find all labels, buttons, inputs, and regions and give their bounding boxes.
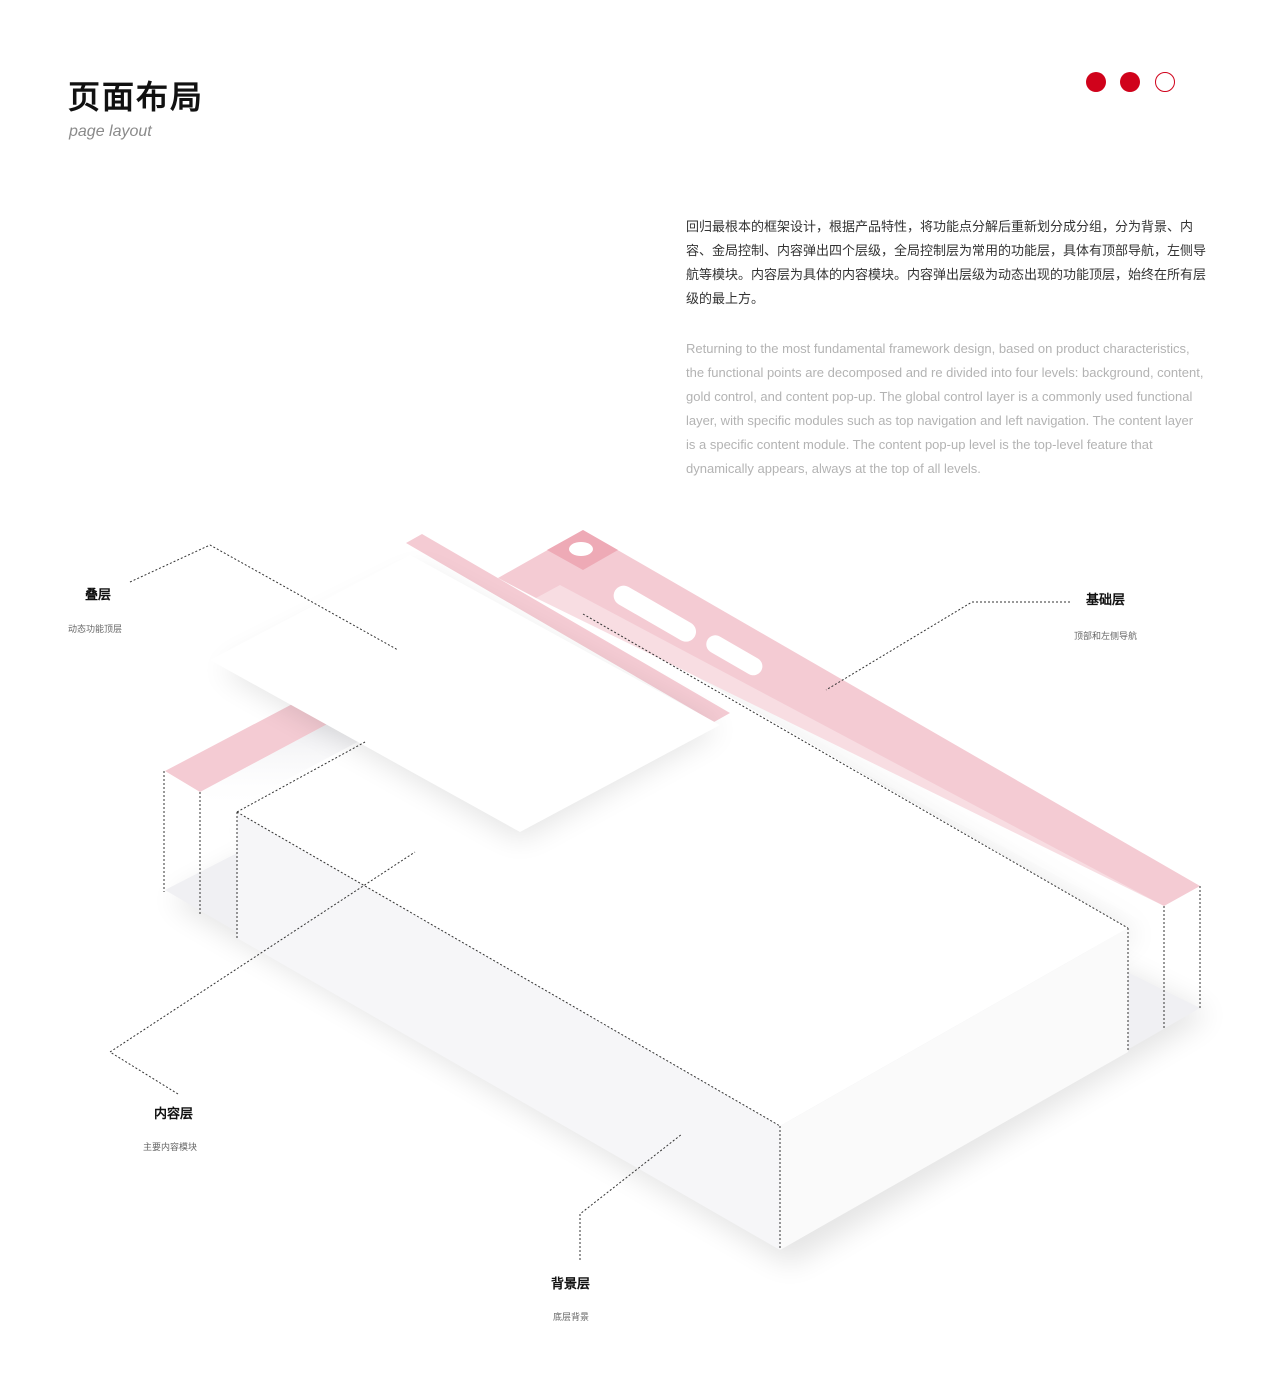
page-title: 页面布局 (68, 78, 205, 116)
background-layer-subtitle: 底层背景 (553, 1313, 590, 1323)
content-layer-side (237, 812, 780, 1250)
base-layer-title: 基础层 (1086, 593, 1126, 608)
page-subtitle: page layout (69, 123, 152, 140)
nav-pill-1 (613, 585, 697, 642)
background-layer-title: 背景层 (551, 1277, 591, 1292)
content-layer-side-right (780, 928, 1128, 1250)
description-english: Returning to the most fundamental framew… (686, 341, 1204, 476)
overlay-card (210, 555, 720, 832)
overlay-layer-subtitle: 动态功能顶层 (68, 625, 123, 635)
page-indicator (1086, 72, 1186, 92)
content-layer-subtitle: 主要内容模块 (143, 1143, 198, 1153)
indicator-dot-1[interactable] (1086, 72, 1106, 92)
overlay-layer-title: 叠层 (85, 588, 112, 603)
logo-circle (569, 542, 593, 556)
content-layer-title: 内容层 (154, 1107, 194, 1122)
indicator-dot-2[interactable] (1120, 72, 1140, 92)
nav-pill-2 (706, 635, 763, 676)
vertical-guides (163, 613, 1201, 1250)
base-leader (825, 601, 1070, 691)
base-layer-subtitle: 顶部和左侧导航 (1074, 632, 1138, 642)
background-leader (579, 1133, 683, 1260)
top-nav-inner-fade (536, 585, 1164, 920)
sub-nav-strip (406, 534, 730, 722)
left-nav-bar (165, 700, 335, 792)
overlay-leader (129, 544, 399, 651)
left-nav-fade (200, 720, 365, 810)
overlay-layer (210, 555, 720, 840)
description-chinese: 回归最根本的框架设计，根据产品特性，将功能点分解后重新划分成分组，分为背景、内容… (686, 220, 1207, 307)
indicator-dot-3[interactable] (1155, 72, 1175, 92)
base-layer (165, 530, 1200, 920)
callout-lines (109, 544, 1070, 1260)
